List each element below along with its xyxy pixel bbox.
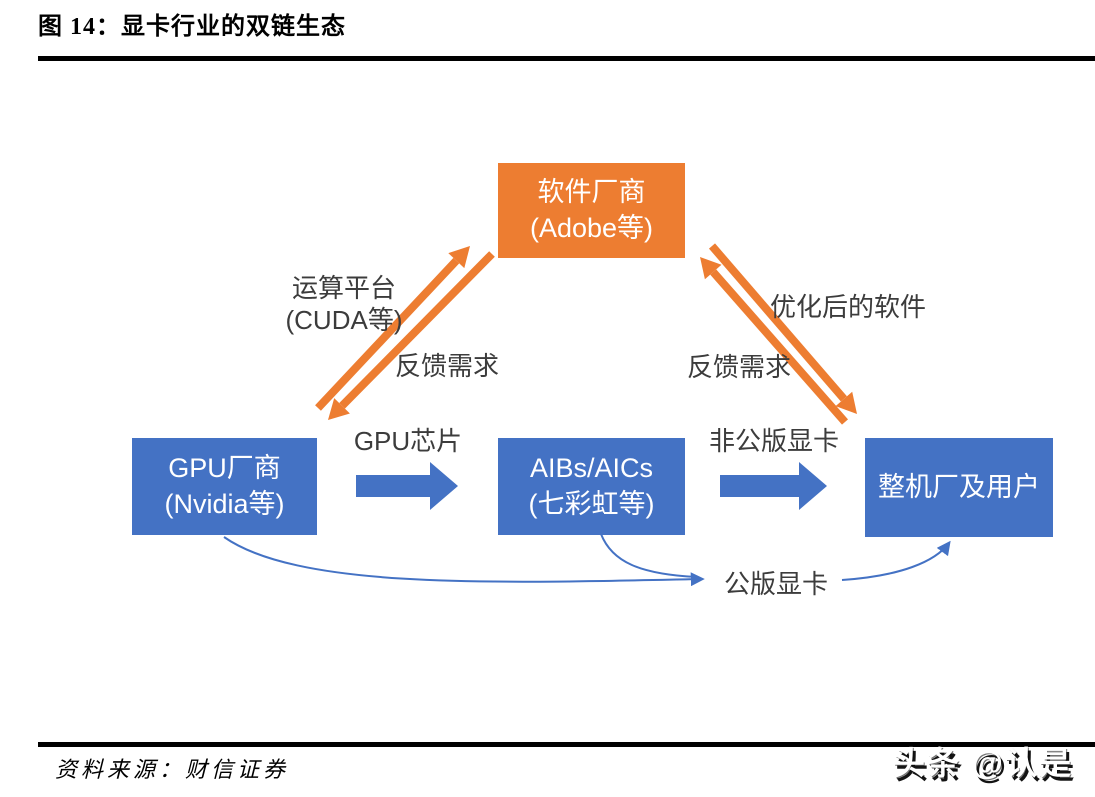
label-gpu-chip: GPU芯片: [353, 426, 463, 456]
source-note: 资料来源：财信证券: [55, 757, 290, 782]
node-label-line: (Nvidia等): [164, 488, 285, 519]
label-non-reference-card: 非公版显卡: [708, 426, 840, 456]
arrow-feedback-down-left: [328, 251, 495, 420]
arrow-feedback-up-right: [700, 257, 849, 425]
label-optimized-software: 优化后的软件: [769, 292, 927, 322]
node-label-line: (Adobe等): [529, 212, 654, 243]
label-reference-card: 公版显卡: [723, 569, 829, 599]
block-arrow-gpu-chip: [356, 462, 458, 510]
node-software-vendor: 软件厂商 (Adobe等): [498, 163, 685, 258]
label-feedback-left: 反馈需求: [394, 351, 500, 381]
label-feedback-right: 反馈需求: [686, 352, 792, 382]
figure-title: 图 14：显卡行业的双链生态: [38, 14, 346, 40]
arrow-computing-platform-up: [315, 246, 470, 411]
label-line: (CUDA等): [285, 304, 403, 335]
curve-aib-to-refcard: [600, 533, 697, 578]
block-arrow-nonref-card: [720, 462, 827, 510]
node-gpu-vendor: GPU厂商 (Nvidia等): [132, 438, 317, 535]
node-label-line: GPU厂商: [168, 453, 281, 484]
node-oem-users: 整机厂及用户: [865, 438, 1053, 537]
label-computing-platform: 运算平台 (CUDA等): [286, 273, 403, 336]
node-label-line: (七彩虹等): [528, 488, 655, 519]
node-label-line: 整机厂及用户: [878, 471, 1040, 502]
node-aib-aic: AIBs/AICs (七彩虹等): [498, 438, 685, 535]
node-label-line: AIBs/AICs: [529, 453, 654, 484]
node-label-line: 软件厂商: [537, 177, 646, 208]
curve-gpu-to-refcard: [223, 536, 705, 587]
watermark: 头条 @认是: [892, 745, 1073, 781]
label-line: 运算平台: [291, 273, 396, 303]
footer-divider: [38, 742, 1095, 747]
arrow-optimized-software-down: [708, 243, 857, 414]
curve-refcard-to-oem: [841, 540, 951, 581]
title-divider: [38, 56, 1095, 61]
